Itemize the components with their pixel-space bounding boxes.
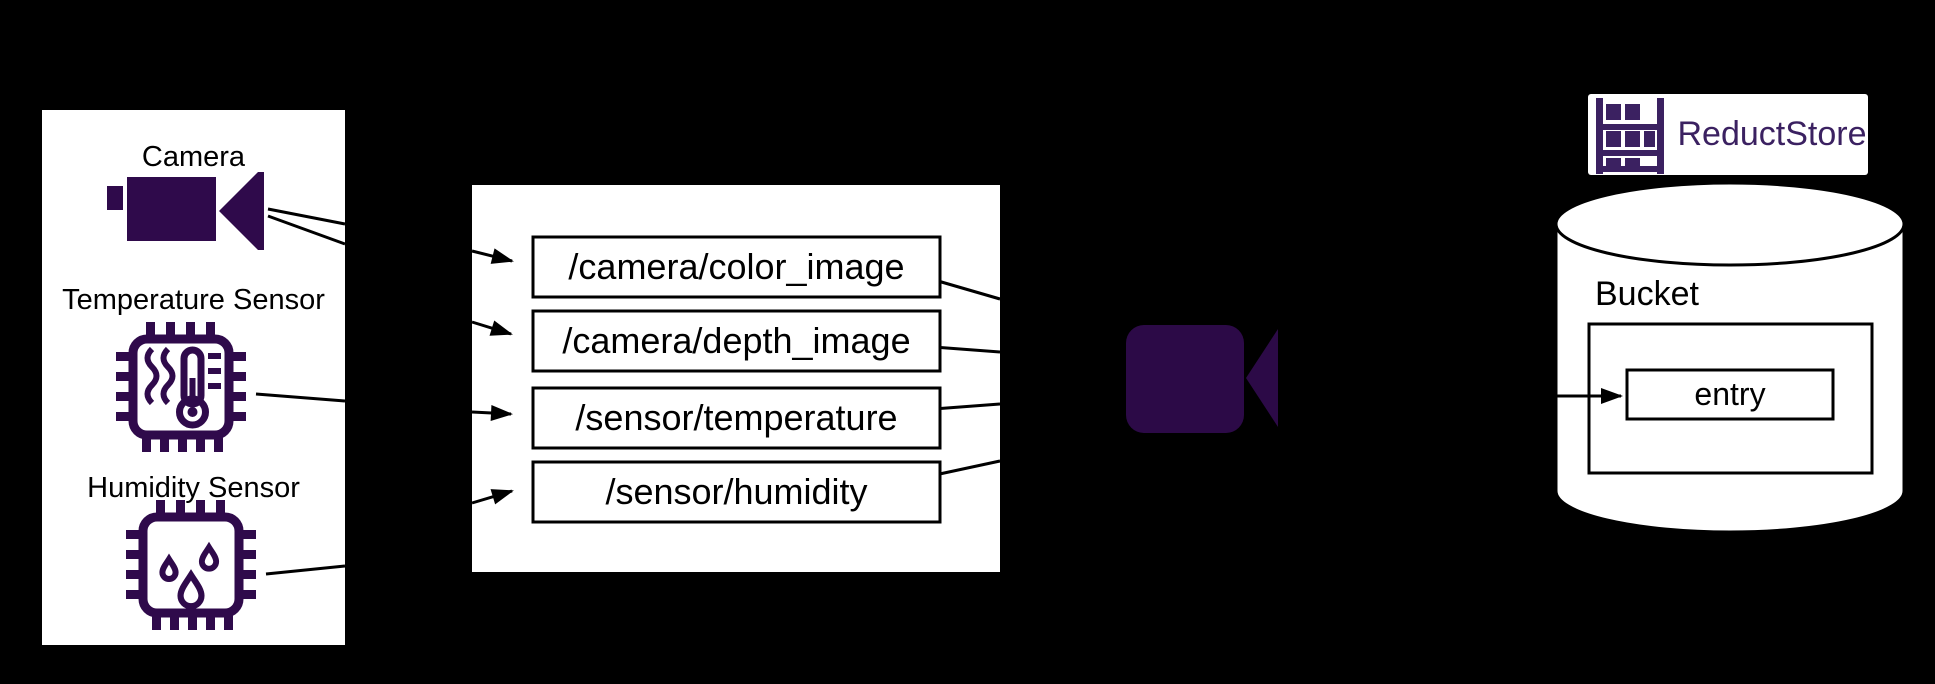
topic3-in-arrow	[471, 404, 513, 421]
bucket-box	[1587, 322, 1874, 475]
topic-box-2	[531, 309, 942, 373]
topic-box-3	[531, 386, 942, 450]
chip-thermometer-icon	[116, 322, 246, 452]
reductstore-logo	[1588, 94, 1868, 175]
topic2-in-arrow	[471, 320, 513, 336]
topic-camera-depth-image: /camera/depth_image	[562, 320, 911, 361]
bucket-label: Bucket	[1595, 274, 1699, 313]
entry-label: entry	[1694, 376, 1766, 412]
topic-boxes	[531, 235, 942, 524]
topic-in-arrows	[471, 248, 514, 505]
topic-box-1	[531, 235, 942, 299]
humidity-sensor-label: Humidity Sensor	[87, 471, 300, 504]
topic1-in-arrow	[471, 248, 514, 264]
camera-label: Camera	[141, 140, 246, 173]
video-camera-icon	[107, 172, 264, 250]
topic-camera-color-image: /camera/color_image	[568, 246, 905, 287]
camera-depth-line	[267, 214, 346, 246]
video-recorder-icon	[1126, 325, 1278, 433]
topic4-in-arrow	[471, 489, 514, 505]
reductstore-logo-text: ReductStore	[1677, 114, 1867, 153]
topic-sensor-humidity: /sensor/humidity	[605, 471, 868, 512]
entry-box	[1625, 368, 1835, 421]
database-cylinder	[1554, 181, 1906, 534]
topic-box-4	[531, 460, 942, 524]
topic-sensor-temperature: /sensor/temperature	[575, 397, 898, 438]
humidity-line	[265, 564, 346, 576]
temperature-sensor-label: Temperature Sensor	[62, 283, 325, 316]
temperature-line	[255, 392, 346, 403]
shelf-rack-icon	[1596, 98, 1664, 174]
camera-color-line	[267, 207, 346, 226]
